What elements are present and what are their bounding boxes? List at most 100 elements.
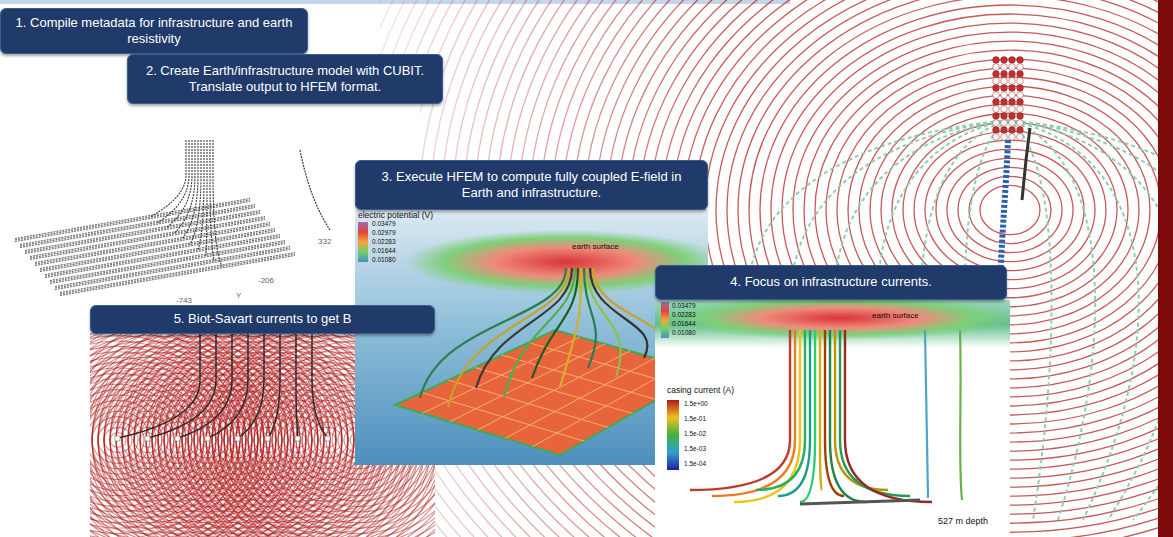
vertical-wellbore bbox=[213, 140, 222, 266]
field-line bbox=[380, 0, 1160, 537]
step-box: 2. Create Earth/infrastructure model wit… bbox=[127, 54, 443, 104]
field-line bbox=[380, 0, 1160, 537]
field-line bbox=[380, 0, 1160, 537]
tower-node bbox=[1001, 85, 1008, 92]
well-marker bbox=[115, 436, 120, 441]
step-text: 4. Focus on infrastructure currents. bbox=[730, 274, 932, 290]
tower-node bbox=[993, 134, 1000, 141]
tower-node bbox=[993, 99, 1000, 106]
tower-node bbox=[1001, 134, 1008, 141]
annotation: earth surface bbox=[572, 243, 619, 252]
step-box: 4. Focus on infrastructure currents. bbox=[655, 265, 1007, 300]
well-casing bbox=[560, 268, 581, 387]
field-line bbox=[380, 0, 1160, 537]
well-casing bbox=[820, 330, 822, 490]
well-casing bbox=[845, 330, 932, 502]
well-casing bbox=[734, 330, 800, 502]
tower-node bbox=[1009, 134, 1016, 141]
tower-node bbox=[1001, 64, 1008, 71]
tower-node bbox=[1009, 120, 1016, 127]
colorbar-value: 0.01080 bbox=[372, 256, 396, 263]
field-line bbox=[380, 0, 1160, 537]
casing-currents bbox=[655, 300, 1010, 537]
field-line bbox=[380, 0, 1160, 537]
tower-node bbox=[1001, 78, 1008, 85]
field-line bbox=[380, 0, 1160, 537]
tower-node bbox=[993, 64, 1000, 71]
tower-node bbox=[993, 92, 1000, 99]
tower-node bbox=[1009, 127, 1016, 134]
field-line bbox=[606, 0, 1160, 537]
field-line bbox=[380, 0, 1160, 537]
colorbar bbox=[661, 302, 669, 338]
grid-line bbox=[478, 351, 631, 430]
well-line bbox=[1022, 128, 1030, 200]
well-line bbox=[296, 333, 298, 438]
grid-line bbox=[502, 355, 657, 400]
well-marker bbox=[205, 436, 210, 441]
field-line bbox=[380, 0, 1160, 537]
vertical-wellbore bbox=[182, 140, 198, 239]
vertical-wellbore bbox=[190, 140, 201, 244]
step-text: 5. Biot-Savart currents to get B bbox=[174, 311, 352, 327]
field-line bbox=[170, 433, 186, 447]
colorbar-value: 1.5e-02 bbox=[684, 430, 706, 437]
vertical-wellbore bbox=[206, 140, 207, 255]
tower-node bbox=[1009, 92, 1016, 99]
tower-node bbox=[1001, 92, 1008, 99]
tower-node bbox=[1017, 127, 1024, 134]
colorbar-value: 0.03479 bbox=[672, 302, 696, 309]
field-line bbox=[230, 433, 246, 447]
well-casing bbox=[504, 268, 575, 397]
field-line bbox=[595, 0, 1160, 537]
lateral-wellbore bbox=[55, 250, 290, 290]
tower-node bbox=[1001, 120, 1008, 127]
field-line bbox=[380, 0, 1160, 537]
tower-node bbox=[1017, 113, 1024, 120]
well-line bbox=[208, 333, 248, 438]
field-line bbox=[380, 0, 1160, 537]
tower-node bbox=[1001, 106, 1008, 113]
vertical-wellbore bbox=[198, 140, 204, 250]
step-box: 3. Execute HFEM to compute fully coupled… bbox=[355, 160, 708, 210]
field-line bbox=[110, 433, 126, 447]
tower-node bbox=[993, 127, 1000, 134]
field-lines bbox=[380, 0, 1160, 537]
current-path bbox=[1008, 120, 1095, 520]
tower-node bbox=[1017, 78, 1024, 85]
tower-node bbox=[1009, 99, 1016, 106]
well-line bbox=[312, 333, 328, 438]
annotation: earth surface bbox=[872, 312, 919, 321]
colorbar-title: electric potential (V) bbox=[358, 211, 433, 220]
colorbar-value: 1.5e-03 bbox=[684, 445, 706, 452]
tower-node bbox=[1001, 99, 1008, 106]
tower-node bbox=[1009, 64, 1016, 71]
colorbar-title: casing current (A) bbox=[667, 386, 734, 395]
horizontal-line bbox=[800, 500, 920, 504]
field-line bbox=[90, 406, 156, 474]
field-line bbox=[936, 149, 1084, 270]
tower-node bbox=[1009, 113, 1016, 120]
well-line bbox=[268, 333, 280, 438]
field-line bbox=[380, 0, 1160, 537]
field-line bbox=[140, 433, 156, 447]
well-line bbox=[238, 333, 264, 438]
field-line bbox=[380, 0, 1160, 537]
tower-node bbox=[993, 106, 1000, 113]
axis-label: -743 bbox=[176, 297, 192, 306]
colorbar-value: 1.5e-04 bbox=[684, 460, 706, 467]
colorbar-value: 0.02283 bbox=[672, 311, 696, 318]
step-text: 1. Compile metadata for infrastructure a… bbox=[11, 15, 297, 48]
colorbar-value: 1.5e-01 bbox=[684, 415, 706, 422]
lateral-wellbore bbox=[60, 256, 295, 296]
well-line bbox=[178, 333, 232, 438]
field-line bbox=[380, 0, 1160, 537]
lateral-wellbore bbox=[60, 253, 295, 293]
tower-node bbox=[1017, 134, 1024, 141]
surface-potential bbox=[665, 300, 1010, 340]
colorbar-value: 1.5e+00 bbox=[684, 400, 708, 407]
tower-node bbox=[1017, 106, 1024, 113]
well-marker bbox=[265, 436, 270, 441]
field-line bbox=[380, 0, 1160, 537]
tower-node bbox=[993, 113, 1000, 120]
